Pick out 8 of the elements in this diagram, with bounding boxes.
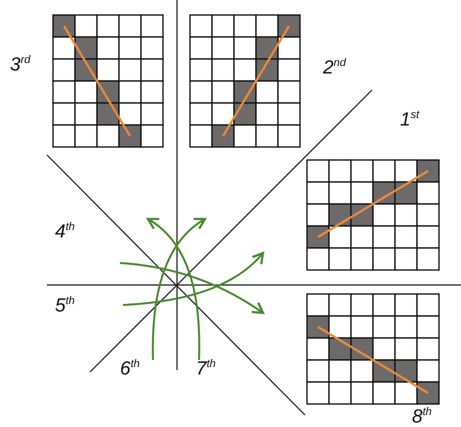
octant-label: 1$^{st}$ (400, 110, 420, 130)
octant-label: 3$^{rd}$ (10, 55, 30, 74)
octant-label: 4$^{th}$ (55, 222, 75, 242)
octant-label: 2$^{nd}$ (323, 58, 346, 78)
octant-label: 8$^{th}$ (412, 407, 432, 426)
octant-label: 6$^{th}$ (120, 359, 140, 378)
octant-label: 7$^{th}$ (196, 359, 216, 378)
octant-label: 5$^{th}$ (55, 296, 75, 316)
